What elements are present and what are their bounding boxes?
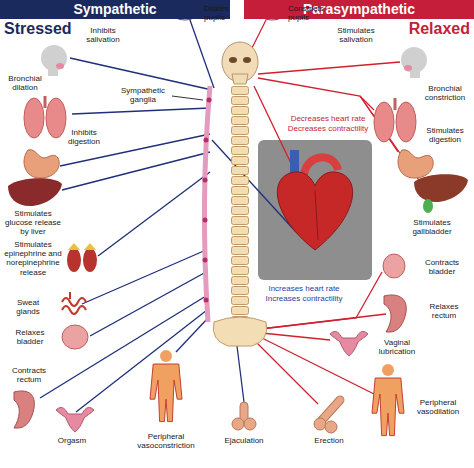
sweat-gland xyxy=(62,292,86,314)
stomach xyxy=(398,150,433,178)
effect-label: Ejaculation xyxy=(218,436,270,445)
rectum xyxy=(14,391,34,428)
parasympathetic-lines xyxy=(250,20,430,404)
effect-label: Stimulates gallbladder xyxy=(400,218,464,236)
effect-label: Increases contractility xyxy=(258,294,350,303)
header-bar: Parasympathetic xyxy=(244,0,474,19)
sympathetic-chain xyxy=(203,86,212,322)
effect-label: Bronchial dilation xyxy=(2,74,48,92)
effect-label: Sweat glands xyxy=(4,298,52,316)
ganglia-leader xyxy=(172,96,203,100)
effect-label: Bronchial constriction xyxy=(420,84,470,102)
spine xyxy=(231,86,249,322)
bladder xyxy=(383,254,405,278)
male-organ xyxy=(232,402,256,430)
effect-label: Inhibits salivation xyxy=(80,26,126,44)
head-salivary xyxy=(41,45,67,76)
effect-label: Decreases contractility xyxy=(278,124,378,133)
sympathetic-lines xyxy=(40,20,296,412)
effect-label: Decreases heart rate xyxy=(278,114,378,123)
effect-label: Orgasm xyxy=(46,436,98,445)
skull xyxy=(222,42,258,84)
effect-label: Stimulates epinephrine and norepinephrin… xyxy=(2,240,64,277)
effect-label: Stimulates glucose release by liver xyxy=(2,209,64,237)
human-figure xyxy=(150,350,182,422)
lungs xyxy=(374,98,416,142)
effect-label: Dilates pupils xyxy=(204,4,248,22)
state-heading: Relaxed xyxy=(380,20,470,38)
head-salivary xyxy=(401,47,427,78)
effect-label: Stimulates salivation xyxy=(330,26,382,44)
stomach xyxy=(24,150,59,178)
effect-label: Relaxes rectum xyxy=(418,302,470,320)
bladder xyxy=(62,325,88,349)
effect-label: Erection xyxy=(304,436,354,445)
effect-label: Contracts rectum xyxy=(4,366,54,384)
rectum xyxy=(384,295,406,332)
effect-label: Sympathetic ganglia xyxy=(116,86,170,104)
pelvis xyxy=(213,317,266,346)
human-figure xyxy=(372,364,404,436)
liver-gallbladder xyxy=(414,174,468,213)
effect-label: Contracts bladder xyxy=(414,258,470,276)
effect-label: Peripheral vasodilation xyxy=(406,398,470,416)
header-bar: Sympathetic xyxy=(0,0,230,19)
liver xyxy=(8,178,62,206)
lungs xyxy=(24,96,66,138)
effect-label: Stimulates digestion xyxy=(420,126,470,144)
effect-label: Increases heart rate xyxy=(258,284,350,293)
effect-label: Vaginal lubrication xyxy=(372,338,422,356)
uterus xyxy=(56,407,94,432)
effect-label: Inhibits digestion xyxy=(62,128,106,146)
heart xyxy=(277,150,352,250)
uterus xyxy=(330,331,368,356)
effect-label: Relaxes bladder xyxy=(4,328,56,346)
effect-label: Peripheral vasoconstriction xyxy=(128,432,204,450)
header-text: Sympathetic xyxy=(73,1,156,17)
state-heading: Stressed xyxy=(4,20,94,38)
kidneys xyxy=(67,243,97,272)
effect-label: Constricts pupils xyxy=(288,4,336,22)
male-organ xyxy=(314,400,340,433)
